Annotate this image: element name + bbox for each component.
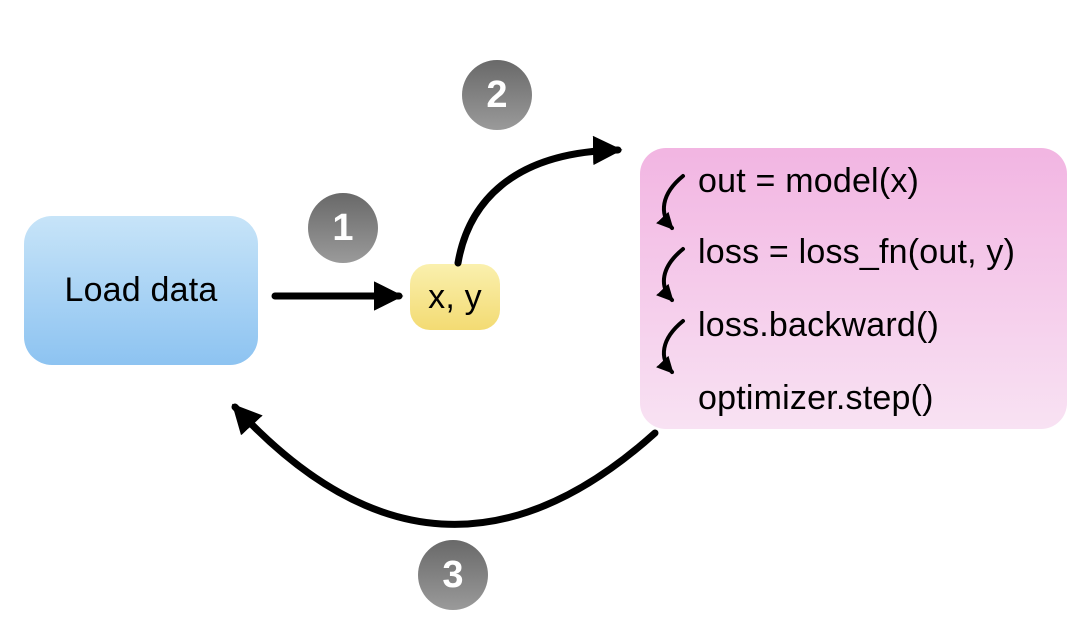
node-load-data: Load data xyxy=(24,216,258,365)
step-badge-2: 2 xyxy=(462,60,532,130)
code-line-loss: loss = loss_fn(out, y) xyxy=(698,233,1016,271)
node-train-step: out = model(x) loss = loss_fn(out, y) lo… xyxy=(640,148,1067,429)
step-badge-1-label: 1 xyxy=(332,206,354,249)
arrow-steps-to-load-icon xyxy=(231,403,659,528)
code-line-forward: out = model(x) xyxy=(698,162,920,200)
step-badge-1: 1 xyxy=(308,193,378,263)
arrow-xy-to-steps-icon xyxy=(454,135,623,267)
step-badge-3: 3 xyxy=(418,540,488,610)
step-badge-2-label: 2 xyxy=(486,73,508,116)
node-batch-xy-label: x, y xyxy=(428,277,482,316)
step-badge-3-label: 3 xyxy=(442,553,464,596)
code-line-optimizer: optimizer.step() xyxy=(698,379,934,417)
node-batch-xy: x, y xyxy=(410,264,500,330)
node-load-data-label: Load data xyxy=(64,271,218,309)
code-line-backward: loss.backward() xyxy=(698,306,940,344)
